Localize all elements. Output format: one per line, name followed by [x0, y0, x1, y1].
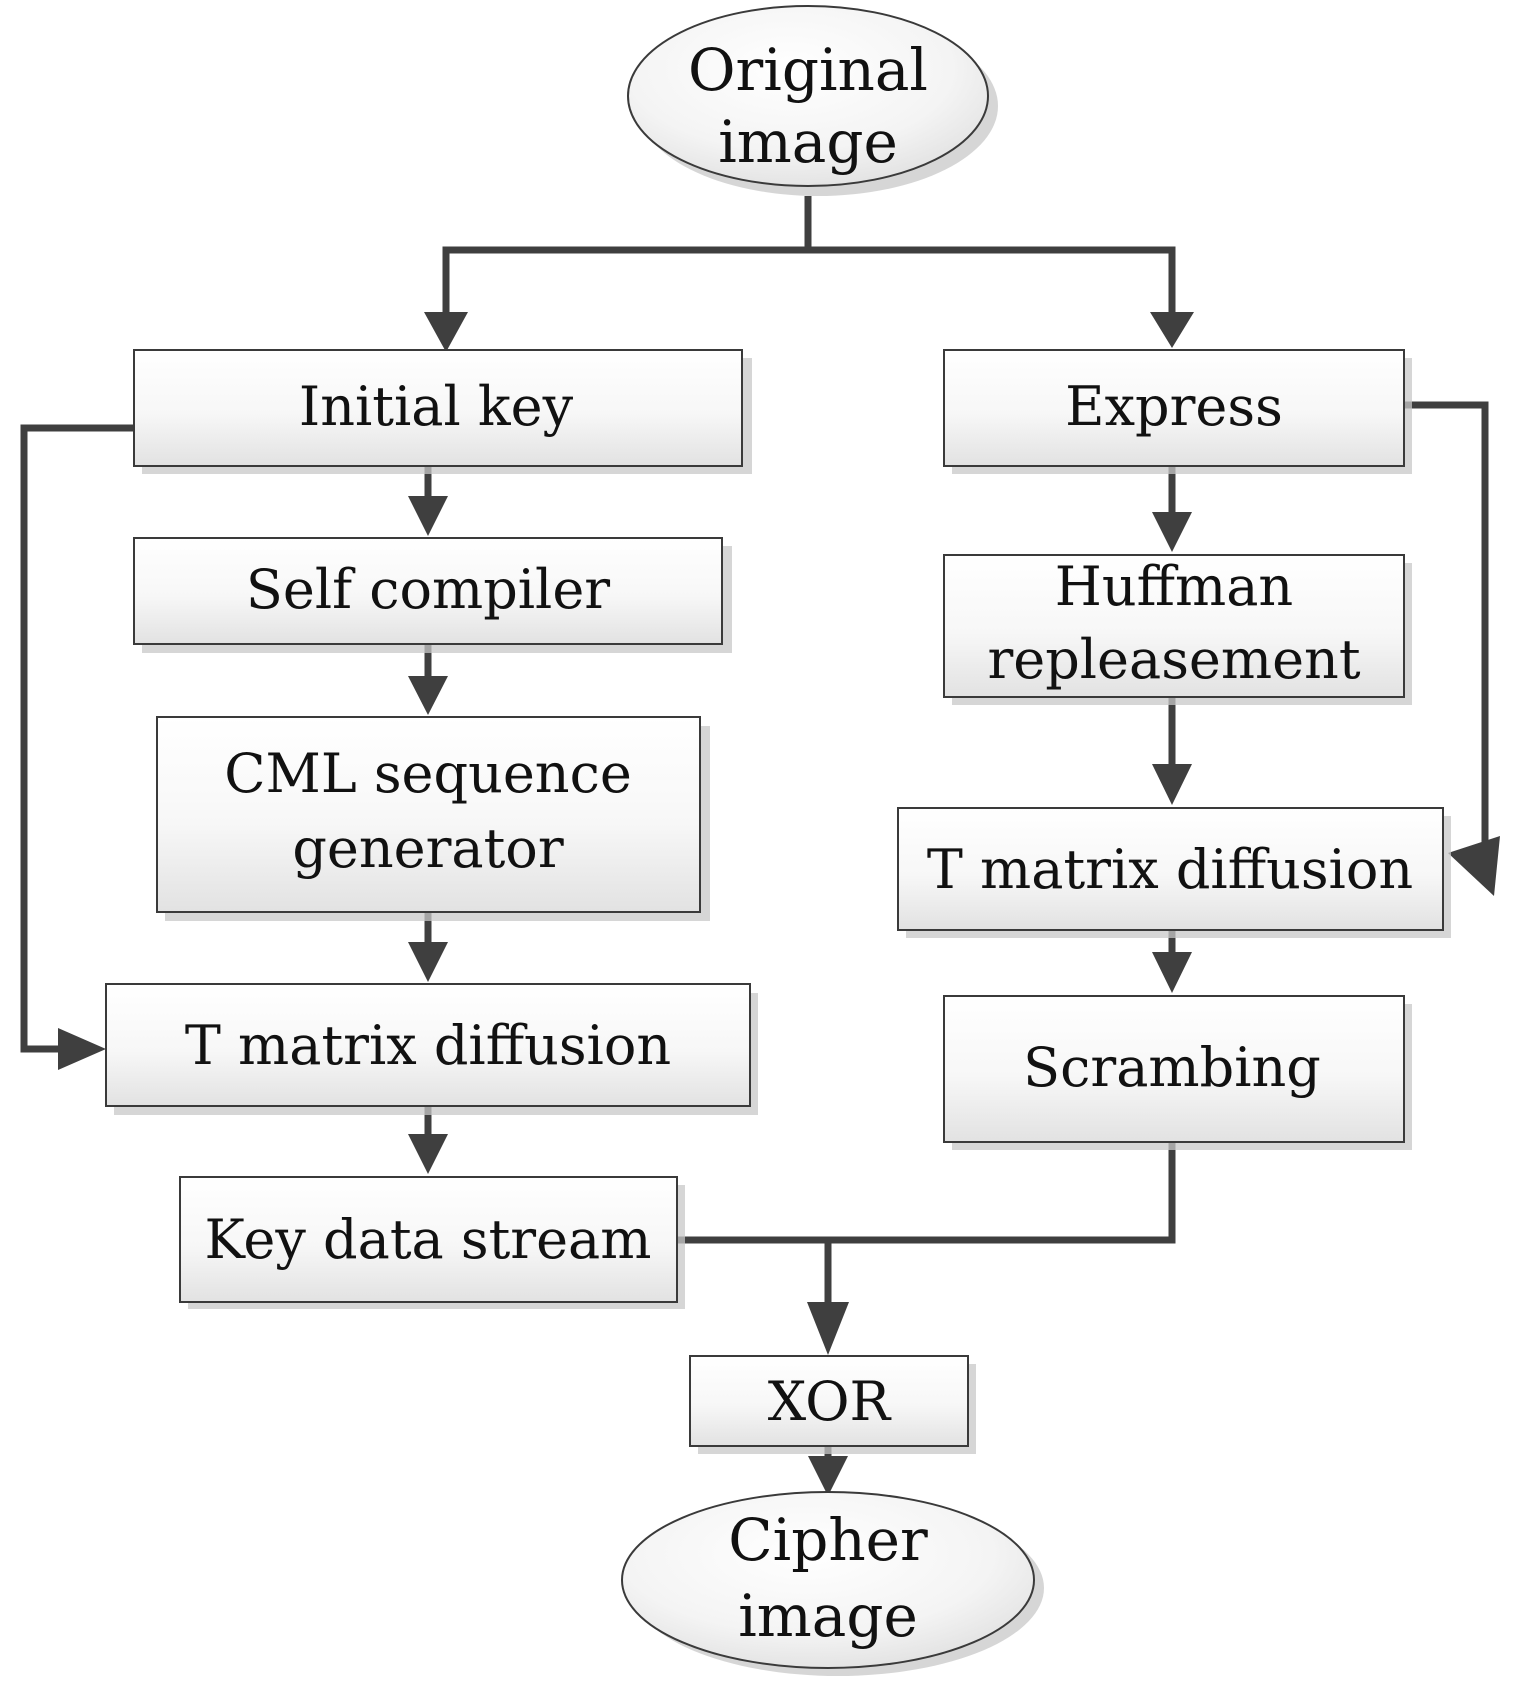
arrowhead — [1150, 312, 1194, 348]
node-self-compiler: Self compiler — [133, 537, 732, 653]
arrowhead — [408, 676, 448, 715]
arrowhead — [1448, 836, 1500, 896]
node-shape — [105, 983, 751, 1107]
node-label: Express — [1065, 375, 1283, 438]
node-original-image: Original image — [627, 5, 998, 196]
node-scrambing: Scrambing — [943, 995, 1412, 1150]
node-shape — [943, 554, 1405, 698]
edge-original-to-initial-key — [442, 196, 812, 318]
node-label: generator — [292, 817, 563, 880]
node-label: T matrix diffusion — [927, 838, 1413, 901]
node-t-matrix-diffusion-left: T matrix diffusion — [105, 983, 758, 1115]
node-cml-sequence-generator: CML sequence generator — [156, 716, 710, 921]
node-label: Initial key — [299, 375, 574, 438]
node-huffman-repleasement: Huffman repleasement — [943, 554, 1412, 705]
arrowhead — [1152, 952, 1192, 993]
node-express: Express — [943, 349, 1412, 474]
edge-scrambing-to-merge — [675, 1142, 1176, 1244]
arrowhead — [808, 1456, 848, 1496]
arrowheads — [58, 312, 1500, 1496]
arrowhead — [1152, 512, 1192, 552]
node-shape — [943, 349, 1405, 467]
node-shape — [943, 995, 1405, 1143]
node-t-matrix-diffusion-right: T matrix diffusion — [897, 807, 1451, 938]
arrowhead — [807, 1302, 849, 1355]
edge-original-to-express — [808, 246, 1176, 318]
node-label: Self compiler — [246, 558, 610, 621]
node-label: Original — [688, 36, 928, 104]
node-shape — [179, 1176, 678, 1303]
arrowhead — [58, 1028, 106, 1070]
arrowhead — [424, 312, 468, 352]
node-label: Key data stream — [205, 1208, 652, 1271]
edge-initial-key-to-t-matrix-left — [20, 424, 134, 1053]
node-initial-key: Initial key — [133, 349, 752, 474]
node-label: XOR — [768, 1370, 892, 1433]
arrowhead — [408, 942, 448, 982]
node-label: Huffman — [1055, 555, 1293, 618]
node-shape — [621, 1491, 1035, 1669]
node-shape — [689, 1355, 969, 1447]
node-shape — [897, 807, 1444, 931]
node-shape — [133, 537, 723, 645]
arrowhead — [408, 1134, 448, 1174]
arrowhead — [1152, 764, 1192, 805]
node-label: Scrambing — [1023, 1036, 1321, 1099]
node-xor: XOR — [689, 1355, 976, 1454]
arrowhead — [408, 496, 448, 536]
node-label: image — [718, 108, 898, 176]
node-cipher-image: Cipher image — [621, 1491, 1044, 1676]
node-label: image — [738, 1582, 918, 1650]
node-label: Cipher — [728, 1506, 928, 1574]
node-label: T matrix diffusion — [185, 1014, 671, 1077]
node-label: repleasement — [987, 628, 1360, 691]
edge-express-to-t-matrix-right — [1403, 401, 1489, 860]
node-label: CML sequence — [224, 742, 632, 805]
node-shape — [133, 349, 743, 467]
node-shape — [627, 5, 989, 187]
node-shape — [156, 716, 701, 913]
node-key-data-stream: Key data stream — [179, 1176, 685, 1309]
